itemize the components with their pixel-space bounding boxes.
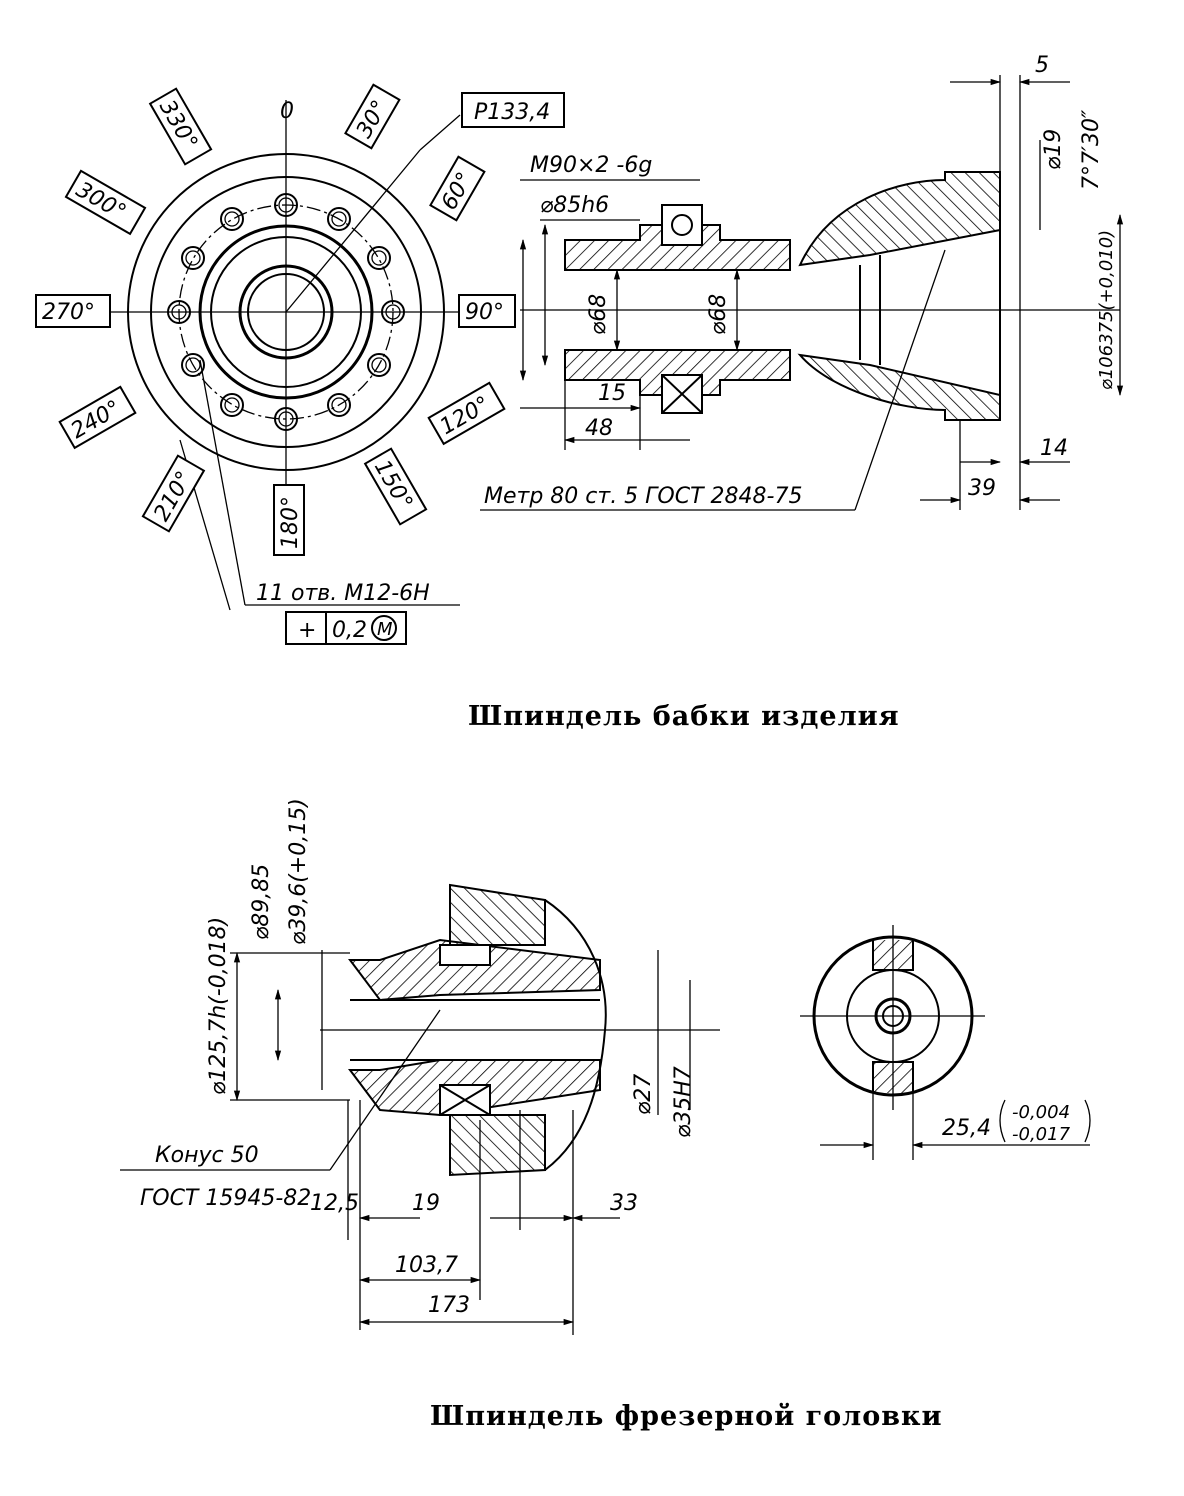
diameter-85h6-label: ⌀85h6 — [540, 193, 609, 218]
diameter-125-7: ⌀125,7h(-0,018) — [206, 917, 231, 1095]
diameter-27: ⌀27 — [631, 1074, 656, 1115]
milling-spindle-section: ⌀125,7h(-0,018) ⌀89,85 ⌀39,6(+0,15) ⌀27 … — [120, 798, 720, 1335]
dim-15: 15 — [598, 381, 626, 406]
thread-label: M90×2 -6g — [530, 153, 652, 178]
dim-12-5: 12,5 — [310, 1191, 359, 1216]
diameter-35h7: ⌀35H7 — [671, 1066, 696, 1138]
angle-270-label: 270° — [42, 300, 95, 325]
position-tolerance-frame: + 0,2 M — [285, 611, 407, 645]
tolerance-symbol: + — [298, 618, 316, 643]
tolerance-value: 0,2 — [332, 618, 367, 643]
spindle-section-view: M90×2 -6g ⌀85h6 ⌀68 ⌀68 15 48 Метр 80 ст… — [480, 53, 1124, 511]
dim-48: 48 — [585, 416, 613, 441]
taper-note: Метр 80 ст. 5 ГОСТ 2848-75 — [484, 484, 802, 509]
bore-diameter-left: ⌀68 — [586, 294, 611, 335]
angle-0-label: 0 — [280, 99, 294, 124]
dim-173: 173 — [428, 1293, 470, 1318]
caption-top: Шпиндель бабки изделия — [468, 701, 900, 732]
angle-90-label: 90° — [465, 300, 504, 325]
holes-note: 11 отв. M12-6H — [256, 581, 430, 606]
diameter-19: ⌀19 — [1041, 129, 1066, 170]
angle-180-label: 180° — [278, 496, 303, 549]
diameter-89-85: ⌀89,85 — [249, 864, 274, 940]
big-diameter: ⌀106375(+0,010) — [1096, 230, 1117, 390]
taper-angle: 7°7′30″ — [1079, 109, 1104, 190]
gost-label: ГОСТ 15945-82 — [140, 1186, 311, 1211]
key-tol-lower: -0,017 — [1012, 1124, 1071, 1145]
dim-14: 14 — [1040, 436, 1068, 461]
dim-103-7: 103,7 — [395, 1253, 458, 1278]
dim-33: 33 — [610, 1191, 638, 1216]
key-width: 25,4 — [942, 1116, 991, 1141]
cone-label: Конус 50 — [155, 1143, 259, 1168]
tolerance-modifier: M — [377, 619, 393, 640]
angle-labels: 0 30° 60° 90° 120° 150° 180° 210° — [35, 83, 565, 645]
flange-face-view — [100, 100, 470, 611]
caption-bottom: Шпиндель фрезерной головки — [430, 1401, 943, 1432]
bolt-hole-pattern — [167, 193, 405, 431]
dim-5: 5 — [1035, 53, 1049, 78]
key-tol-upper: -0,004 — [1012, 1102, 1070, 1123]
bore-diameter-right: ⌀68 — [706, 294, 731, 335]
diameter-39-6: ⌀39,6(+0,15) — [286, 798, 311, 945]
dim-19: 19 — [412, 1191, 440, 1216]
spindle-end-view: 25,4 -0,004 -0,017 — [800, 925, 1091, 1160]
pcd-label: P133,4 — [474, 100, 550, 125]
dim-39: 39 — [968, 476, 996, 501]
